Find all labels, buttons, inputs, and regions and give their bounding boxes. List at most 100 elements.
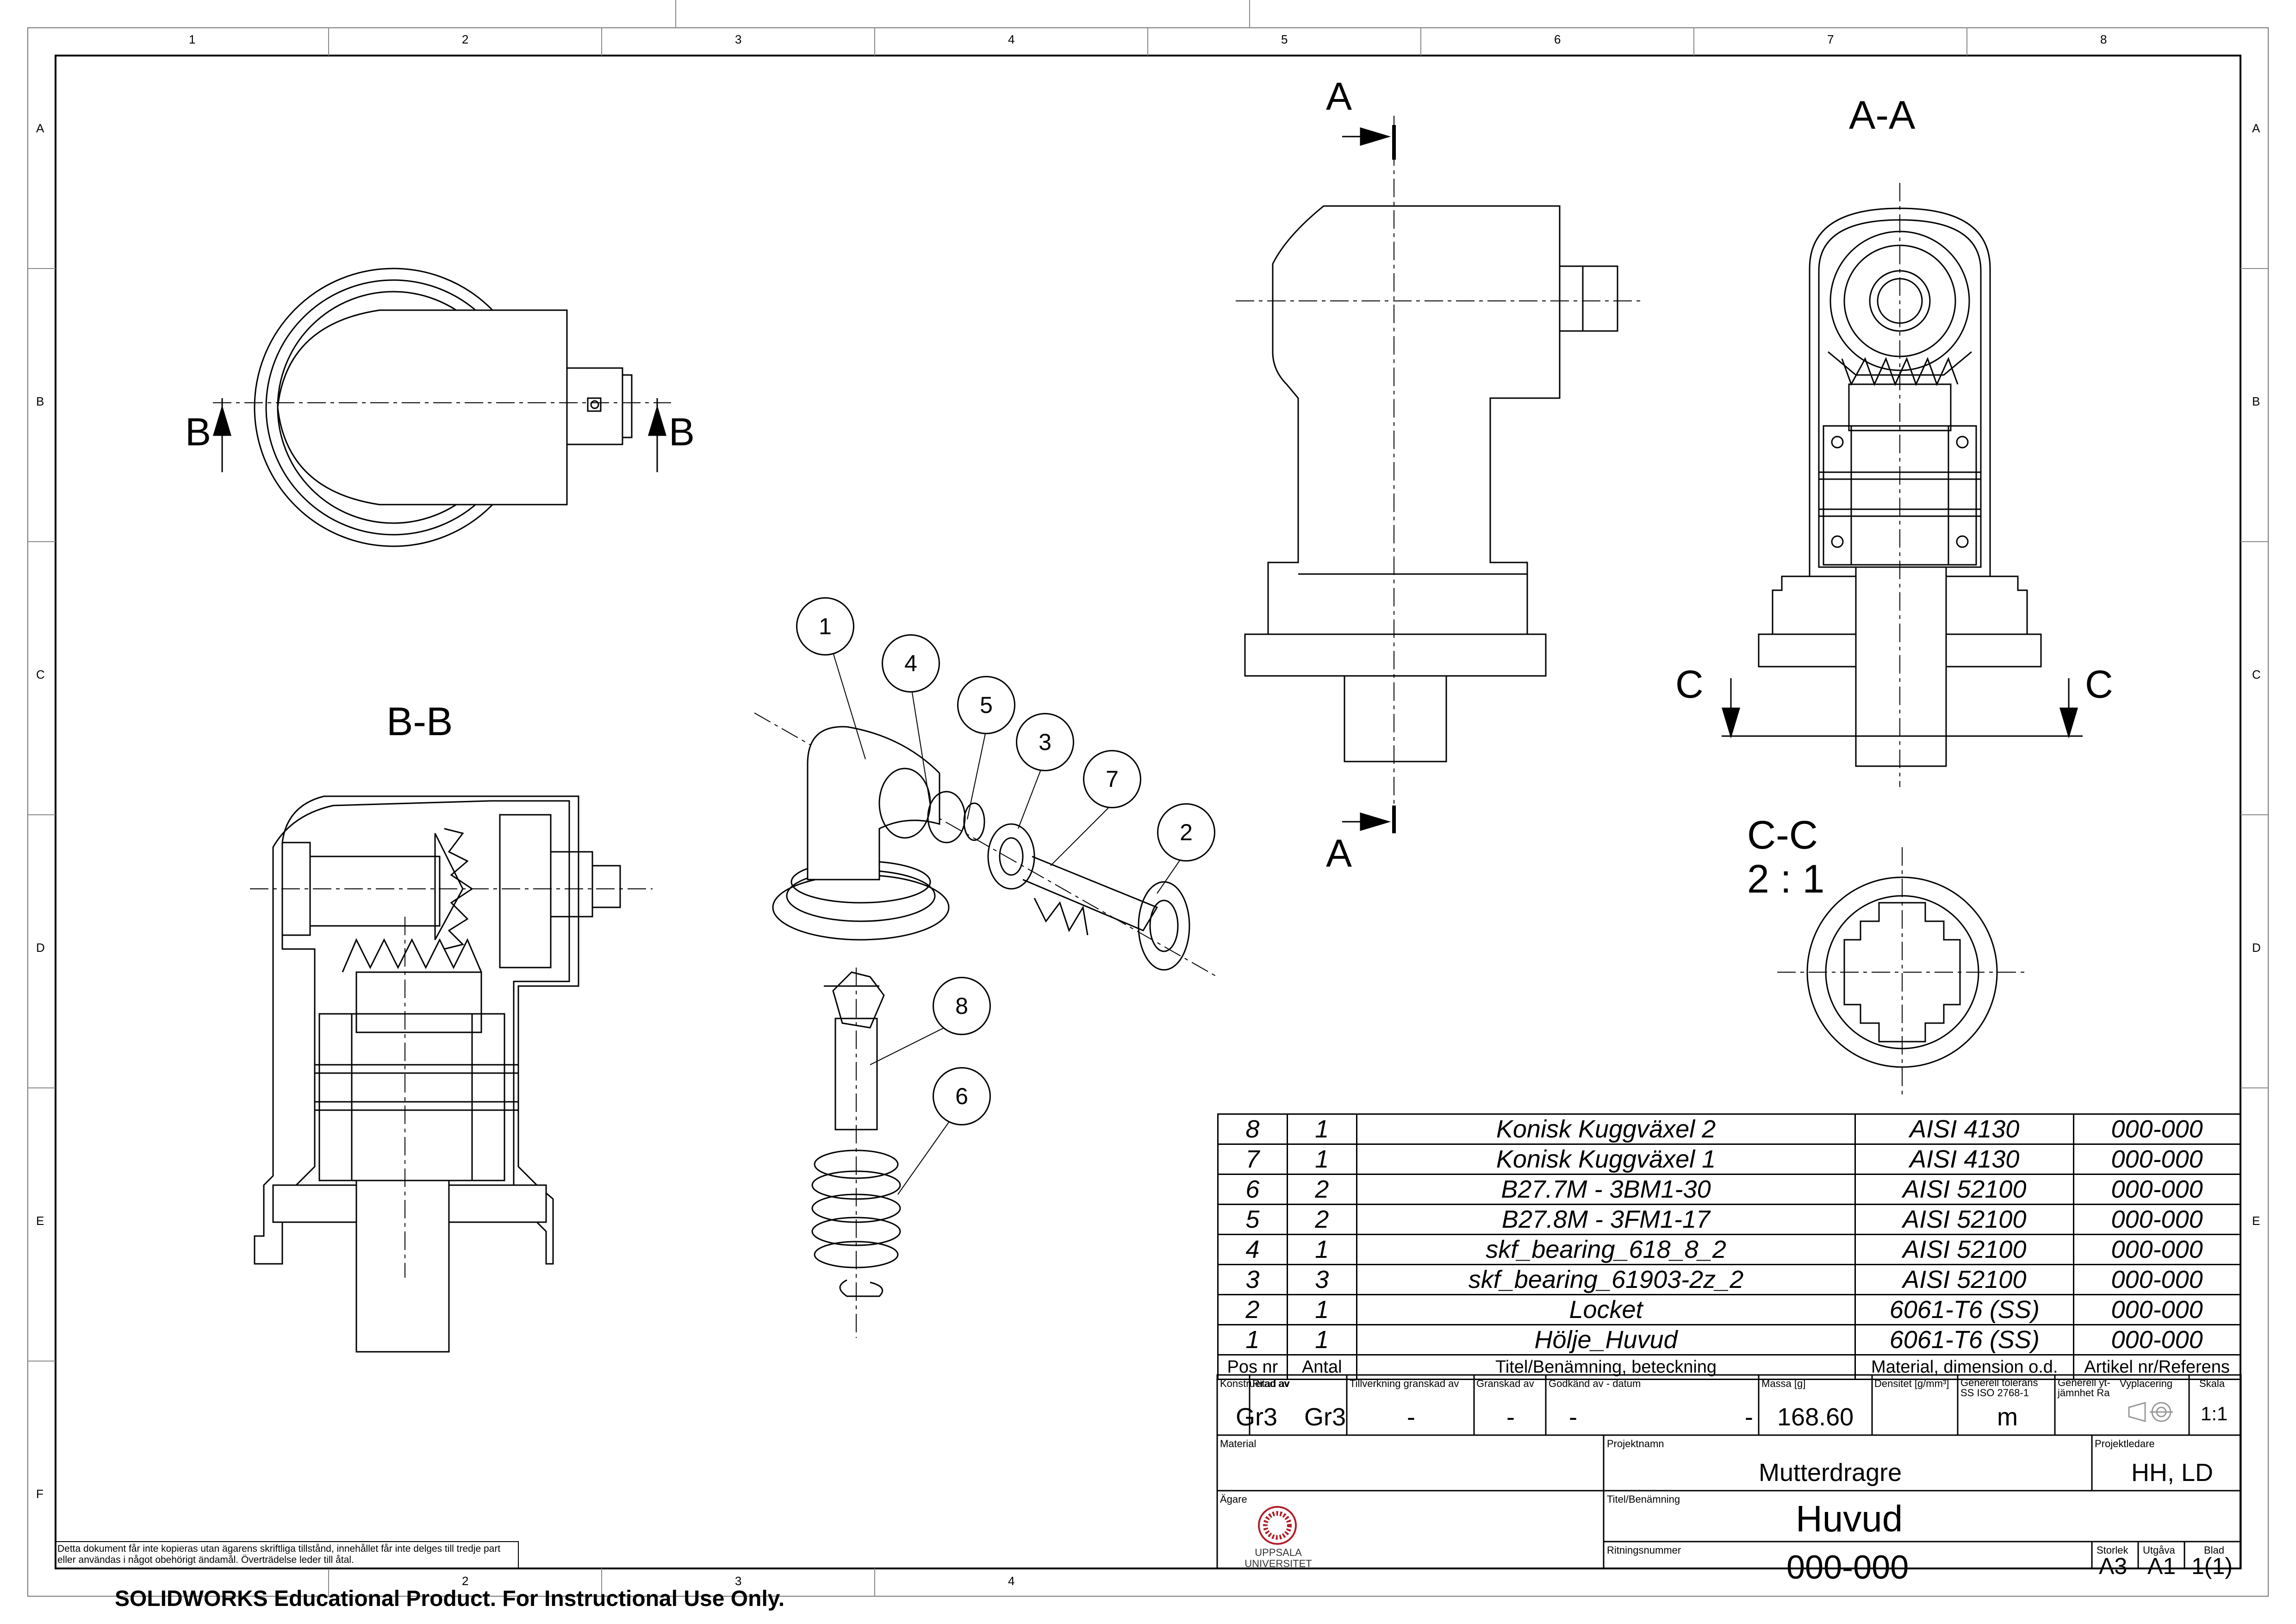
zone-col-5: 5 bbox=[1281, 32, 1288, 46]
zone-row-a-right: A bbox=[2252, 121, 2260, 135]
value-projektnamn: Mutterdragre bbox=[1759, 1459, 1902, 1487]
bom-header-title: Titel/Benämning, beteckning bbox=[1356, 1354, 1856, 1380]
zone-col-6: 6 bbox=[1554, 32, 1561, 46]
bom-material: AISI 52100 bbox=[1854, 1204, 2075, 1235]
zone-col-3: 3 bbox=[735, 32, 742, 46]
bom-header-qty: Antal bbox=[1286, 1354, 1357, 1380]
bom-article: 000-000 bbox=[2073, 1113, 2241, 1145]
bom-title: B27.7M - 3BM1-30 bbox=[1356, 1174, 1856, 1205]
section-bb-label: B-B bbox=[386, 700, 453, 744]
bom-article: 000-000 bbox=[2073, 1234, 2241, 1265]
balloon-8: 8 bbox=[933, 977, 991, 1035]
bom-pos: 6 bbox=[1217, 1174, 1288, 1205]
label-projektnamn: Projektnamn bbox=[1607, 1438, 1664, 1449]
balloon-6: 6 bbox=[933, 1067, 991, 1125]
section-cc-scale: 2 : 1 bbox=[1747, 857, 1825, 901]
label-ytjamnhet: Generell yt-jämnhet Ra bbox=[2058, 1377, 2110, 1399]
value-storlek: A3 bbox=[2099, 1553, 2128, 1579]
zone-col-8: 8 bbox=[2100, 32, 2107, 46]
bom-material: AISI 52100 bbox=[1854, 1234, 2075, 1265]
cut-b-left: B bbox=[185, 410, 212, 454]
bom-header-article: Artikel nr/Referens bbox=[2073, 1354, 2241, 1380]
bom-qty: 2 bbox=[1286, 1204, 1357, 1235]
bom-article: 000-000 bbox=[2073, 1324, 2241, 1355]
label-godkand: Godkänd av - datum bbox=[1549, 1378, 1641, 1389]
zone-row-d-right: D bbox=[2252, 941, 2261, 955]
bom-pos: 2 bbox=[1217, 1294, 1288, 1325]
balloon-1: 1 bbox=[796, 597, 854, 656]
value-godkand-datum: - bbox=[1745, 1403, 1753, 1431]
bom-pos: 7 bbox=[1217, 1143, 1288, 1175]
label-skala: Skala bbox=[2199, 1378, 2225, 1389]
zone-row-a: A bbox=[36, 121, 44, 135]
uppsala-logo-text: UPPSALA UNIVERSITET bbox=[1244, 1547, 1312, 1569]
value-utgava: A1 bbox=[2147, 1553, 2176, 1579]
zone-row-c: C bbox=[36, 668, 45, 681]
bom-qty: 1 bbox=[1286, 1324, 1357, 1355]
label-titel: Titel/Benämning bbox=[1607, 1493, 1680, 1505]
label-granskad: Granskad av bbox=[1476, 1378, 1534, 1389]
balloon-2: 2 bbox=[1157, 803, 1215, 862]
bom-qty: 1 bbox=[1286, 1113, 1357, 1145]
bom-article: 000-000 bbox=[2073, 1204, 2241, 1235]
bom-title: Konisk Kuggväxel 2 bbox=[1356, 1113, 1856, 1145]
label-ritningsnummer: Ritningsnummer bbox=[1607, 1544, 1681, 1556]
label-material: Material bbox=[1220, 1438, 1257, 1449]
cut-a-top: A bbox=[1326, 75, 1352, 118]
bom-pos: 1 bbox=[1217, 1324, 1288, 1355]
zone-col-2: 2 bbox=[462, 32, 469, 46]
balloon-4: 4 bbox=[882, 634, 940, 693]
label-vyplacering: Vyplacering bbox=[2120, 1378, 2173, 1389]
balloon-5: 5 bbox=[957, 676, 1015, 734]
zone-col-1: 1 bbox=[189, 32, 196, 46]
zone-col-4-bottom: 4 bbox=[1008, 1574, 1015, 1588]
label-agare: Ägare bbox=[1220, 1493, 1247, 1505]
section-aa bbox=[1721, 183, 2083, 787]
zone-row-d: D bbox=[36, 941, 45, 955]
value-godkand: - bbox=[1569, 1403, 1577, 1431]
bom-title: Hölje_Huvud bbox=[1356, 1324, 1856, 1355]
zone-row-c-right: C bbox=[2252, 668, 2261, 681]
value-massa: 168.60 bbox=[1777, 1403, 1854, 1431]
bom-pos: 5 bbox=[1217, 1204, 1288, 1235]
value-skala: 1:1 bbox=[2201, 1403, 2228, 1424]
bom-material: 6061-T6 (SS) bbox=[1854, 1294, 2075, 1325]
copyright-notice: Detta dokument får inte kopieras utan äg… bbox=[57, 1543, 501, 1565]
cut-b-right: B bbox=[669, 410, 695, 454]
bom-title: skf_bearing_61903-2z_2 bbox=[1356, 1264, 1856, 1295]
zone-row-b-right: B bbox=[2252, 394, 2260, 408]
section-cc-label: C-C bbox=[1747, 813, 1818, 857]
zone-row-f: F bbox=[36, 1487, 44, 1501]
label-konstruerad: Konstruerad av bbox=[1220, 1378, 1289, 1389]
bom-title: Locket bbox=[1356, 1294, 1856, 1325]
zone-col-2-bottom: 2 bbox=[462, 1574, 469, 1588]
bom-material: AISI 4130 bbox=[1854, 1113, 2075, 1145]
bom-title: Konisk Kuggväxel 1 bbox=[1356, 1143, 1856, 1175]
zone-col-3-bottom: 3 bbox=[735, 1574, 742, 1588]
value-granskad: - bbox=[1506, 1403, 1515, 1431]
bom-material: AISI 52100 bbox=[1854, 1174, 2075, 1205]
label-blad: Blad bbox=[2204, 1544, 2225, 1556]
bom-qty: 1 bbox=[1286, 1294, 1357, 1325]
bom-title: B27.8M - 3FM1-17 bbox=[1356, 1204, 1856, 1235]
bom-qty: 3 bbox=[1286, 1264, 1357, 1295]
bom-article: 000-000 bbox=[2073, 1264, 2241, 1295]
solidworks-watermark: SOLIDWORKS Educational Product. For Inst… bbox=[115, 1587, 785, 1611]
balloon-7: 7 bbox=[1083, 750, 1141, 808]
value-tolerans: m bbox=[1997, 1403, 2018, 1431]
zone-row-e: E bbox=[36, 1214, 44, 1228]
section-cc bbox=[1777, 847, 2027, 1097]
label-massa: Massa [g] bbox=[1761, 1378, 1806, 1389]
label-utgava: Utgåva bbox=[2143, 1544, 2175, 1556]
balloon-3: 3 bbox=[1016, 713, 1074, 771]
value-projektledare: HH, LD bbox=[2131, 1459, 2214, 1487]
cut-c-left: C bbox=[1675, 662, 1704, 706]
value-ritningsnummer: 000-000 bbox=[1786, 1549, 1909, 1586]
